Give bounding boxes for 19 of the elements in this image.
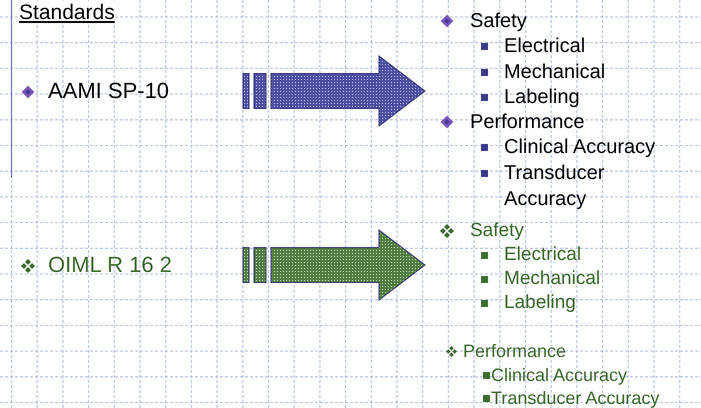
- list-item: Clinical Accuracy: [504, 135, 656, 160]
- list-item: Mechanical: [504, 60, 606, 85]
- category-heading: Performance: [470, 112, 584, 132]
- list-item: Electrical: [504, 245, 582, 264]
- list-item: Labeling: [504, 293, 576, 312]
- list-item: Clinical Accuracy: [491, 366, 628, 384]
- title: Standards: [19, 1, 115, 26]
- list-item: Transducer Accuracy: [504, 161, 606, 212]
- category-heading: Performance: [463, 342, 566, 360]
- category-heading: Safety: [470, 11, 527, 31]
- block-arrow: [242, 229, 426, 301]
- block-arrow: [242, 55, 426, 127]
- list-item: Transducer Accuracy: [491, 389, 660, 407]
- list-item: Labeling: [504, 85, 581, 110]
- list-item: Mechanical: [504, 269, 600, 288]
- standard-name: OIML R 16 2: [48, 254, 172, 276]
- category-heading: Safety: [470, 221, 524, 240]
- list-item: Electrical: [504, 34, 586, 59]
- standard-name: AAMI SP-10: [48, 80, 170, 102]
